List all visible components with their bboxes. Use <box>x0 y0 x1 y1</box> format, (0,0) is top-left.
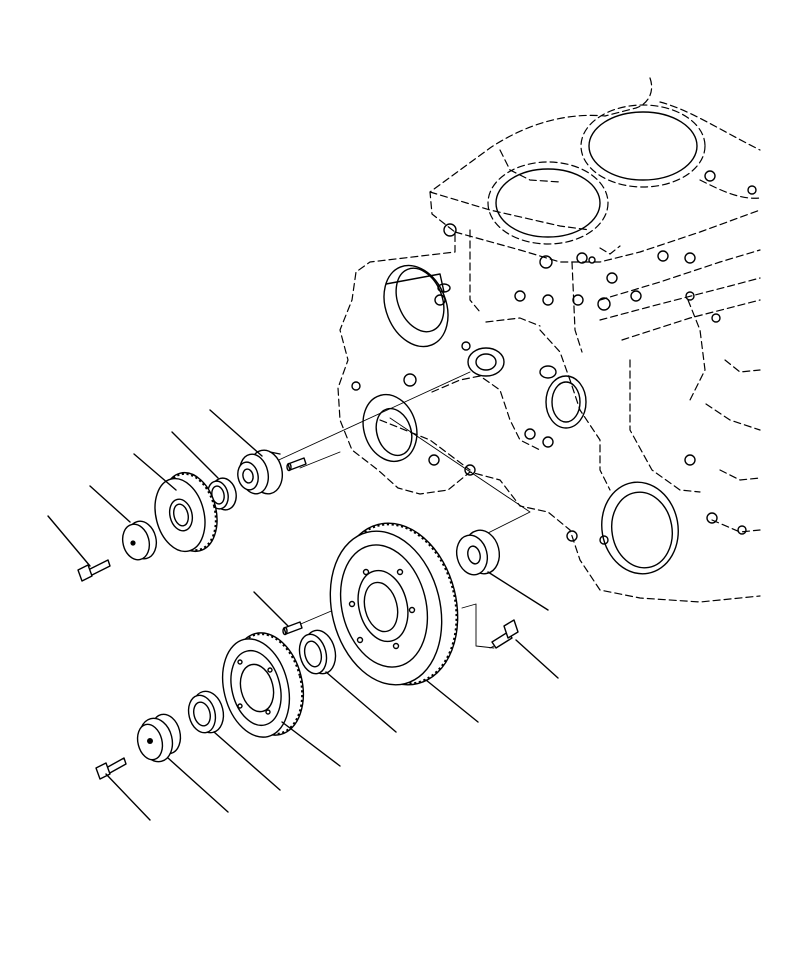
idler-shaft <box>237 449 284 495</box>
bolt-upper <box>77 559 111 582</box>
leader-lines <box>47 409 559 821</box>
bushing-lower <box>298 629 337 675</box>
bolt-right <box>489 619 519 649</box>
roll-pin-lower <box>282 621 303 636</box>
bushing-small <box>187 690 225 734</box>
idler-gear-large <box>329 522 459 686</box>
engine-block <box>337 77 761 603</box>
bolt-lower <box>95 757 127 780</box>
roll-pin-upper <box>286 457 307 472</box>
bushing-upper <box>207 477 237 511</box>
spacer-collar <box>455 529 501 576</box>
thrust-plate-upper <box>121 520 158 561</box>
idler-shaft-lower <box>136 713 182 763</box>
idler-gear-small <box>154 471 218 553</box>
assembly-centerlines <box>269 371 531 649</box>
idler-gear-medium <box>221 632 305 738</box>
